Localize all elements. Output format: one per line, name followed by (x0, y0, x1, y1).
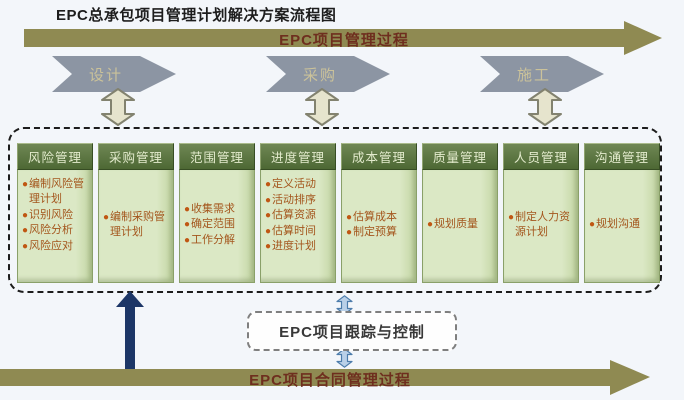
bullet-icon: ● (22, 240, 29, 252)
column-body: ●定义活动 ●活动排序 ●估算资源 ●估算时间 ●进度计划 (260, 170, 336, 283)
bullet-icon: ● (184, 203, 191, 215)
phase-arrow-design: 设计 (52, 56, 176, 92)
list-item: ●活动排序 (265, 193, 333, 209)
phase-label: 采购 (302, 66, 337, 84)
phase-label: 设计 (88, 66, 123, 84)
column-header: 质量管理 (422, 143, 498, 170)
bullet-icon: ● (22, 179, 29, 190)
list-item: ●制定人力资源计划 (508, 210, 571, 238)
bottom-banner-arrow-icon (0, 360, 650, 395)
bullet-icon: ● (184, 234, 191, 246)
column-scope-management: 范围管理 ●收集需求 ●确定范围 ●工作分解 (179, 143, 255, 283)
blue-up-down-arrow-icon (336, 348, 353, 368)
up-down-arrow-icon (101, 88, 135, 126)
list-item: ●规划沟通 (589, 217, 657, 233)
phase-label: 施工 (516, 66, 551, 84)
up-down-arrow-icon (305, 88, 339, 126)
chevron-arrow-icon (480, 56, 604, 92)
list-item: ●工作分解 (184, 233, 252, 249)
bottom-banner-label: EPC项目合同管理过程 (249, 372, 411, 389)
bullet-icon: ● (22, 209, 29, 221)
bullet-icon: ● (103, 211, 110, 223)
list-item: ●进度计划 (265, 239, 333, 255)
bullet-icon: ● (589, 219, 596, 231)
list-item: ●风险分析 (22, 223, 90, 239)
bullet-icon: ● (265, 179, 272, 190)
column-communication-management: 沟通管理 ●规划沟通 (584, 143, 660, 283)
top-banner-label: EPC项目管理过程 (279, 32, 409, 49)
bullet-icon: ● (265, 194, 272, 206)
column-header: 范围管理 (179, 143, 255, 170)
list-item: ●风险应对 (22, 239, 90, 255)
up-down-arrow-icon (528, 88, 562, 126)
column-body: ●编制采购管理计划 (98, 170, 174, 283)
column-cost-management: 成本管理 ●估算成本 ●制定预算 (341, 143, 417, 283)
column-body: ●规划沟通 (584, 170, 660, 283)
bullet-icon: ● (508, 211, 515, 223)
list-item: ●估算成本 (346, 210, 414, 226)
bullet-icon: ● (346, 227, 353, 238)
list-item: ●定义活动 (265, 177, 333, 193)
column-body: ●编制风险管理计划 ●识别风险 ●风险分析 ●风险应对 (17, 170, 93, 283)
management-columns: 风险管理 ●编制风险管理计划 ●识别风险 ●风险分析 ●风险应对 采购管理 ●编… (17, 143, 660, 283)
top-banner-arrow-icon (24, 21, 662, 55)
column-body: ●估算成本 ●制定预算 (341, 170, 417, 283)
bullet-icon: ● (265, 225, 272, 237)
list-item: ●识别风险 (22, 208, 90, 224)
column-personnel-management: 人员管理 ●制定人力资源计划 (503, 143, 579, 283)
list-item: ●制定预算 (346, 225, 414, 241)
list-item: ●估算资源 (265, 208, 333, 224)
column-body: ●收集需求 ●确定范围 ●工作分解 (179, 170, 255, 283)
bullet-icon: ● (265, 210, 272, 221)
column-header: 人员管理 (503, 143, 579, 170)
page-title: EPC总承包项目管理计划解决方案流程图 (56, 7, 337, 24)
bullet-icon: ● (346, 211, 353, 223)
column-schedule-management: 进度管理 ●定义活动 ●活动排序 ●估算资源 ●估算时间 ●进度计划 (260, 143, 336, 283)
phase-arrow-procurement: 采购 (266, 56, 390, 92)
bullet-icon: ● (184, 219, 191, 231)
column-quality-management: 质量管理 ●规划质量 (422, 143, 498, 283)
column-body: ●规划质量 (422, 170, 498, 283)
bullet-icon: ● (265, 241, 272, 252)
planning-dashed-container (8, 127, 662, 293)
column-risk-management: 风险管理 ●编制风险管理计划 ●识别风险 ●风险分析 ●风险应对 (17, 143, 93, 283)
navy-up-arrow-icon (116, 291, 144, 369)
tracking-control-box: EPC项目跟踪与控制 (247, 311, 457, 351)
list-item: ●估算时间 (265, 224, 333, 240)
phase-arrow-construction: 施工 (480, 56, 604, 92)
list-item: ●规划质量 (427, 217, 495, 233)
column-header: 成本管理 (341, 143, 417, 170)
tracking-control-label: EPC项目跟踪与控制 (279, 323, 425, 341)
list-item: ●编制风险管理计划 (22, 178, 85, 206)
column-header: 沟通管理 (584, 143, 660, 170)
column-procurement-management: 采购管理 ●编制采购管理计划 (98, 143, 174, 283)
list-item: ●确定范围 (184, 217, 252, 233)
column-header: 风险管理 (17, 143, 93, 170)
chevron-arrow-icon (266, 56, 390, 92)
column-body: ●制定人力资源计划 (503, 170, 579, 283)
column-header: 采购管理 (98, 143, 174, 170)
chevron-arrow-icon (52, 56, 176, 92)
bullet-icon: ● (427, 219, 434, 231)
bullet-icon: ● (22, 225, 29, 237)
list-item: ●编制采购管理计划 (103, 210, 166, 238)
list-item: ●收集需求 (184, 202, 252, 218)
column-header: 进度管理 (260, 143, 336, 170)
